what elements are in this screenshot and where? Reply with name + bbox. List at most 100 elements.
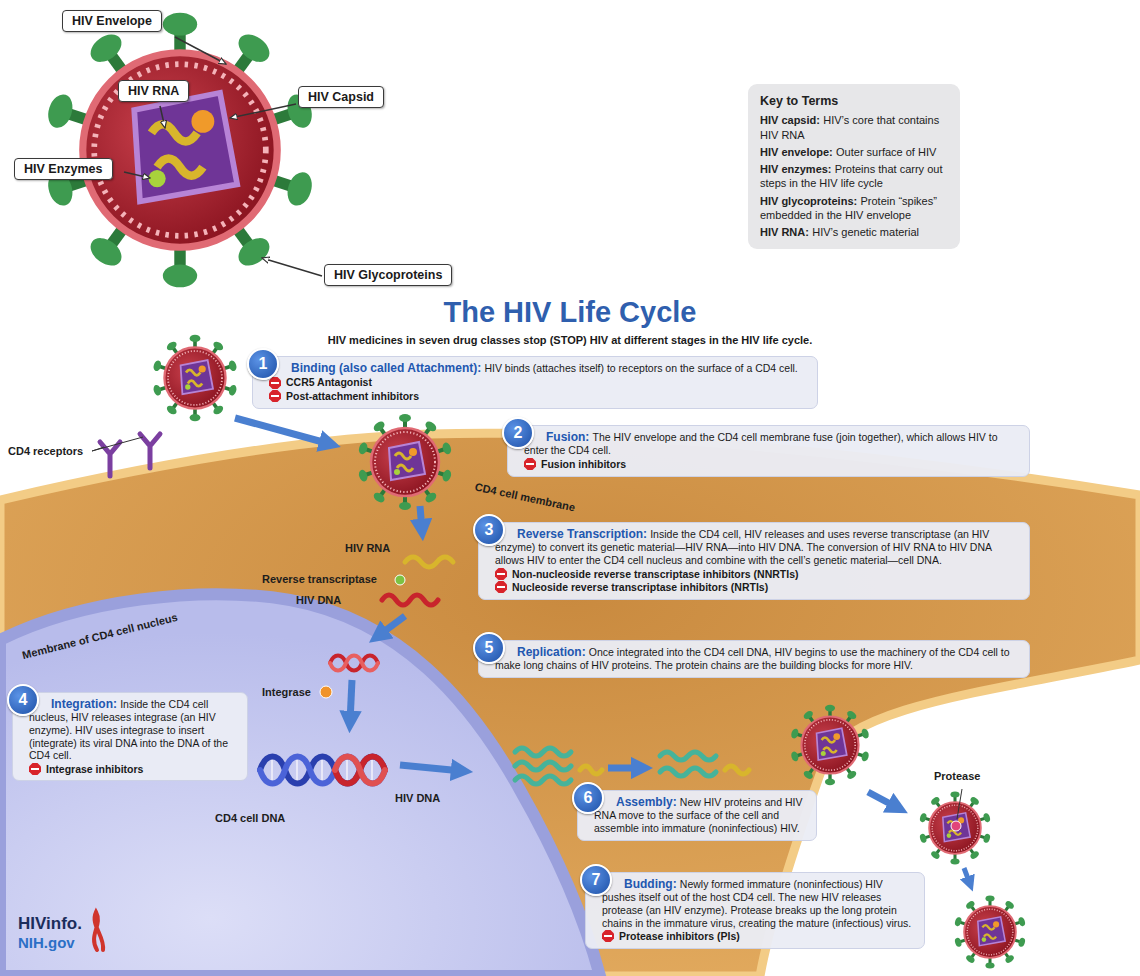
hiv-virus	[954, 896, 1026, 969]
stop-icon	[526, 463, 534, 465]
process-arrow	[868, 792, 898, 808]
stop-icon	[604, 935, 612, 937]
ribbon-logo	[94, 912, 103, 950]
hiv-dna	[330, 656, 378, 671]
part-label: CD4 receptors	[8, 445, 83, 457]
key-definition: HIV’s genetic material	[812, 226, 919, 238]
hiv-dna	[330, 656, 378, 671]
part-label: CD4 cell DNA	[215, 812, 285, 824]
callout-text: HIV Glycoproteins	[334, 268, 442, 282]
callout-box: HIV Envelope	[62, 10, 162, 32]
step-heading: Budding:	[624, 877, 677, 891]
protease-enzyme	[951, 821, 961, 831]
stop-icon	[497, 573, 505, 575]
leader-arrow	[230, 104, 296, 118]
step-number: 7	[580, 864, 612, 896]
step-box: 1Binding (also called Attachment):HIV bi…	[252, 356, 818, 409]
process-arrow	[350, 680, 352, 722]
step-number: 2	[502, 417, 534, 449]
reverse-transcriptase	[395, 575, 405, 585]
stop-icon	[29, 763, 41, 775]
step-heading: Reverse Transcription:	[517, 527, 647, 541]
process-arrow	[964, 868, 970, 884]
reverse-transcriptase	[395, 575, 405, 585]
cell-dna	[321, 760, 323, 780]
logo-text: HIVinfo.	[18, 914, 82, 934]
cell-dna	[335, 757, 385, 784]
key-term: HIV glycoproteins:	[760, 195, 857, 207]
hiv-virus	[919, 792, 991, 865]
cell-dna	[260, 757, 385, 784]
stop-icon	[495, 568, 507, 580]
drug-class: Protease inhibitors (PIs)	[619, 930, 740, 943]
drug-class: Integrase inhibitors	[46, 763, 143, 776]
stop-icon	[269, 390, 281, 402]
stop-icon	[524, 458, 536, 470]
stop-icon	[602, 930, 614, 942]
leader-arrow	[124, 37, 322, 276]
integrase	[320, 686, 332, 698]
hiv-virus	[152, 335, 238, 421]
protein-chain	[660, 752, 716, 760]
stop-icon	[269, 377, 281, 389]
step-heading: Replication:	[517, 645, 586, 659]
callout-box: HIV Enzymes	[14, 158, 113, 180]
drug-class: CCR5 Antagonist	[286, 376, 372, 389]
hiv-rna	[580, 766, 602, 774]
leader-arrow	[175, 37, 226, 64]
callout-box: HIV Glycoproteins	[324, 264, 452, 286]
key-term: HIV RNA:	[760, 226, 809, 238]
part-label: Reverse transcriptase	[262, 573, 377, 585]
leader-arrow	[262, 258, 322, 276]
step-text: HIV binds (attaches itself) to receptors…	[484, 362, 797, 374]
key-term: HIV envelope:	[760, 146, 833, 158]
callout-box: HIV RNA	[118, 80, 189, 102]
drug-class: Post-attachment inhibitors	[286, 390, 419, 403]
callout-box: HIV Capsid	[298, 86, 384, 108]
part-label: HIV DNA	[395, 792, 440, 804]
stop-icon	[495, 581, 507, 593]
part-label: HIV DNA	[296, 594, 341, 606]
cd4-cell	[0, 433, 1140, 976]
cell-dna	[346, 760, 348, 780]
drug-class: Nucleoside reverse transcriptase inhibit…	[512, 581, 768, 594]
cd4-receptor	[140, 434, 160, 468]
integrase	[320, 686, 332, 698]
drug-class: Non-nucleoside reverse transcriptase inh…	[512, 568, 798, 581]
step-number: 1	[247, 348, 279, 380]
step-box: 3Reverse Transcription:Inside the CD4 ce…	[478, 522, 1030, 600]
leader-line	[92, 437, 143, 451]
step-text: The HIV envelope and the CD4 cell membra…	[524, 431, 998, 456]
process-arrow	[964, 868, 970, 884]
key-heading: Key to Terms	[760, 93, 948, 109]
stop-icon	[495, 568, 507, 580]
cell-dna	[371, 760, 373, 780]
step-box: 2Fusion:The HIV envelope and the CD4 cel…	[507, 425, 1030, 477]
ribbon-logo	[94, 912, 103, 950]
stop-icon	[271, 382, 279, 384]
protease-enzyme	[957, 789, 962, 819]
key-definition: Outer surface of HIV	[836, 146, 936, 158]
step-box: 5Replication:Once integrated into the CD…	[478, 640, 1030, 678]
cell-dna	[335, 757, 385, 784]
cd4-cell	[0, 433, 1140, 976]
logo-text: NIH.gov	[18, 934, 75, 951]
stop-icon	[29, 763, 41, 775]
stop-icon	[271, 395, 279, 397]
hiv-virus	[790, 705, 870, 786]
stop-icon	[269, 377, 281, 389]
protein-chain	[515, 748, 716, 784]
key-term: HIV capsid:	[760, 114, 820, 126]
hiv-virus	[44, 13, 1026, 969]
hiv-rna	[725, 766, 749, 774]
cell-dna	[296, 760, 298, 780]
hiv-dna	[330, 656, 378, 671]
step-heading: Assembly:	[616, 795, 677, 809]
caption: HIV medicines in seven drug classes stop…	[0, 334, 1140, 346]
process-arrow	[400, 765, 462, 771]
hiv-dna	[382, 595, 438, 605]
hiv-virus	[44, 13, 316, 288]
callout-text: HIV Enzymes	[24, 162, 103, 176]
